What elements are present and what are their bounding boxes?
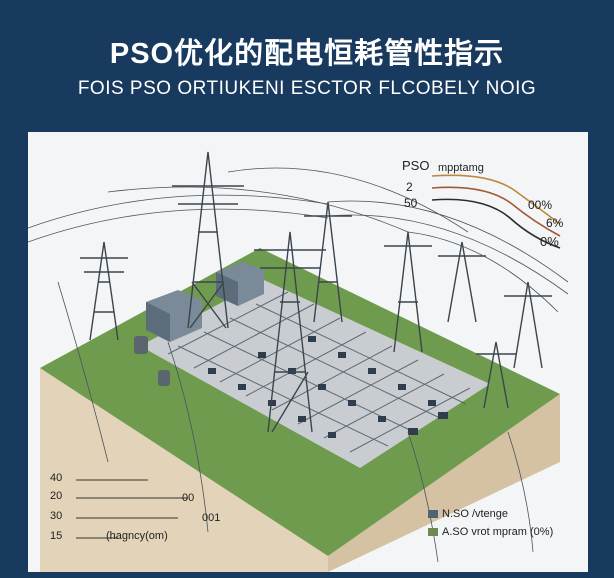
legend-top-row2-left: 50 bbox=[404, 196, 418, 210]
equipment-units bbox=[208, 336, 448, 438]
legend-top-lines bbox=[431, 174, 561, 249]
legend-bl-row3: 30 bbox=[50, 510, 63, 522]
switchgear-grid bbox=[167, 291, 471, 453]
legend-top-title: PSO bbox=[402, 158, 430, 173]
legend-swatch-1 bbox=[428, 510, 438, 518]
transmission-towers bbox=[80, 151, 552, 433]
legend-br-item1: N.SO /vtenge bbox=[442, 508, 509, 520]
control-buildings bbox=[146, 262, 264, 342]
legend-bl-row1: 40 bbox=[50, 472, 63, 484]
legend-bl-row3-right: 001 bbox=[202, 512, 221, 524]
legend-top-subtitle: mpptamg bbox=[438, 162, 484, 174]
legend-top-row2-right: 6% bbox=[546, 216, 564, 230]
base-front bbox=[40, 368, 328, 572]
legend-bottom-lines bbox=[76, 479, 188, 539]
storage-tanks bbox=[134, 336, 170, 386]
legend-top-row1-left: 2 bbox=[406, 180, 413, 194]
legend-bl-row2: 20 bbox=[50, 490, 63, 502]
power-lines bbox=[28, 167, 569, 563]
legend-bl-row2-right: 00 bbox=[182, 492, 195, 504]
page-title: PSO优化的配电恒耗管性指示 bbox=[109, 38, 505, 70]
page-subtitle: FOIS PSO ORTIUKENI ESCTOR FLCOBELY NOIG bbox=[77, 78, 537, 99]
legend-swatch-2 bbox=[428, 528, 438, 536]
legend-top-row3-right: 0% bbox=[540, 234, 559, 249]
base-right bbox=[328, 394, 560, 572]
legend-top-row1-right: 00% bbox=[528, 198, 553, 212]
substation-illustration bbox=[28, 151, 569, 572]
legend-br-item2: A.SO vrot mpram (0%) bbox=[442, 526, 554, 538]
legend-bl-row4-label: (hagncy(om) bbox=[106, 530, 168, 542]
legend-bl-row4: 15 bbox=[50, 530, 63, 542]
illustration-panel: PSO mpptamg 2 50 00% 6% 0% 40 20 00 30 0… bbox=[28, 132, 588, 572]
